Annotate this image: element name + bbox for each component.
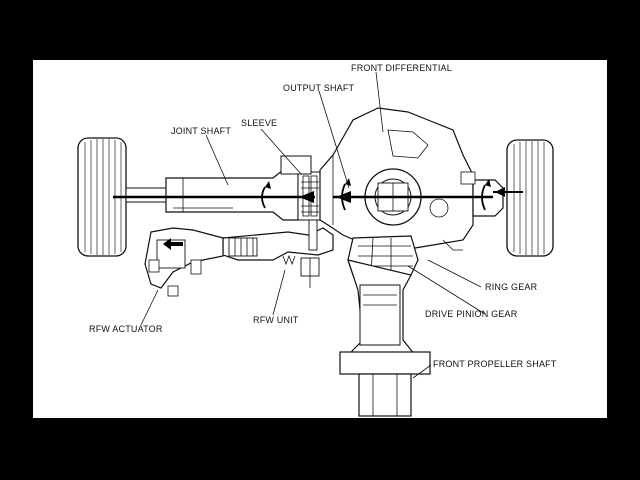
rfw-unit: [222, 219, 334, 288]
label-rfw-unit: RFW UNIT: [253, 315, 299, 325]
label-sleeve: SLEEVE: [241, 118, 277, 128]
label-front-propeller-shaft: FRONT PROPELLER SHAFT: [433, 359, 557, 369]
label-drive-pinion-gear: DRIVE PINION GEAR: [425, 309, 518, 319]
label-joint-shaft: JOINT SHAFT: [171, 126, 231, 136]
label-rfw-actuator: RFW ACTUATOR: [89, 324, 163, 334]
differential-housing: [319, 107, 504, 251]
label-output-shaft: OUTPUT SHAFT: [283, 83, 355, 93]
propeller-shaft-housing: [339, 259, 431, 417]
left-axle-housing: [125, 169, 299, 221]
diagram-panel: FRONT DIFFERENTIAL OUTPUT SHAFT SLEEVE J…: [33, 60, 607, 418]
rfw-actuator: [144, 227, 224, 297]
power-flow-arrows: [113, 178, 523, 211]
leader-lines: [140, 71, 486, 379]
label-ring-gear: RING GEAR: [485, 282, 538, 292]
front-axle-diagram: FRONT DIFFERENTIAL OUTPUT SHAFT SLEEVE J…: [77, 63, 557, 417]
label-front-differential: FRONT DIFFERENTIAL: [351, 63, 452, 73]
right-wheel: [506, 139, 554, 257]
